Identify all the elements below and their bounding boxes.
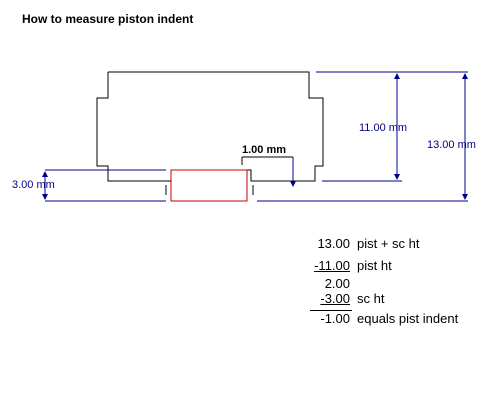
label-1mm: 1.00 mm — [242, 144, 286, 156]
piston-rect — [170, 169, 248, 202]
dim-11-arrow-top — [394, 73, 400, 79]
calc-description: equals pist indent — [357, 311, 459, 326]
calc-row: 2.00 — [300, 276, 490, 292]
dim-3-arrow-top — [42, 171, 48, 177]
calc-row: -11.00 pist ht — [300, 258, 490, 274]
dim-1-arrow — [290, 181, 296, 187]
page-title: How to measure piston indent — [22, 12, 194, 26]
calc-row: 13.00 pist + sc ht — [300, 236, 490, 252]
dim-11-arrow-bottom — [394, 174, 400, 180]
label-11mm: 11.00 mm — [359, 122, 407, 134]
dim-13-arrow-top — [462, 73, 468, 79]
calc-value: -11.00 — [314, 258, 350, 273]
calc-value: 13.00 — [317, 236, 350, 251]
calc-description: pist ht — [357, 258, 392, 273]
calc-row: -1.00 equals pist indent — [300, 311, 490, 327]
calc-row: -3.00 sc ht — [300, 291, 490, 307]
dim-13-arrow-bottom — [462, 194, 468, 200]
calc-description: pist + sc ht — [357, 236, 420, 251]
head-outline — [96, 71, 324, 182]
dim-3-arrow-bottom — [42, 194, 48, 200]
calculation-block: 13.00 pist + sc ht -11.00 pist ht 2.00 -… — [300, 236, 490, 336]
calc-value: -1.00 — [320, 311, 350, 326]
calc-value: 2.00 — [324, 276, 350, 291]
label-13mm: 13.00 mm — [427, 139, 476, 151]
label-3mm: 3.00 mm — [12, 179, 55, 191]
calc-value: -3.00 — [320, 291, 350, 306]
calc-result-line — [310, 310, 352, 311]
calc-description: sc ht — [357, 291, 385, 306]
